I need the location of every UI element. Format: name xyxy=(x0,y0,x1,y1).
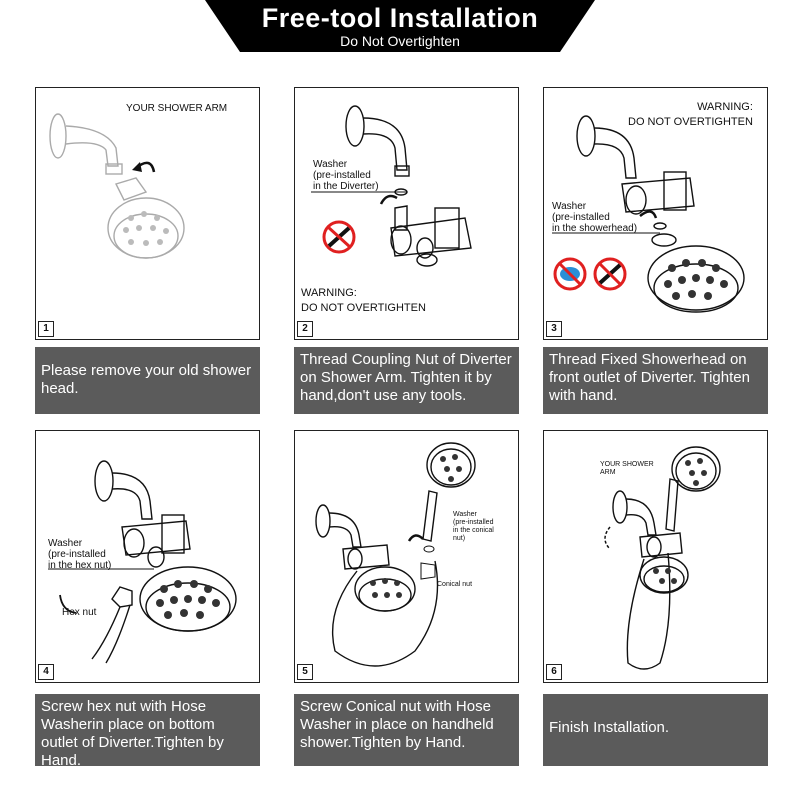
rotate-arrow-icon xyxy=(379,194,398,205)
step-5-illustration xyxy=(315,442,476,667)
no-tape-icon xyxy=(553,257,587,291)
rotate-arrow-icon xyxy=(639,210,658,219)
step-6-caption: Finish Installation. xyxy=(543,694,768,766)
step-2-illustration xyxy=(311,105,472,267)
banner-subtitle: Do Not Overtighten xyxy=(340,33,460,49)
warning-label: WARNING:DO NOT OVERTIGHTEN xyxy=(301,287,426,314)
banner-title: Free-tool Installation xyxy=(261,3,539,33)
no-tools-icon xyxy=(322,220,356,254)
step-2-caption: Thread Coupling Nut of Diverter on Showe… xyxy=(294,347,519,414)
step-4-illustration xyxy=(48,460,237,664)
rotate-arrow-icon xyxy=(407,534,424,542)
step-number: 4 xyxy=(38,664,54,680)
warning-label: WARNING:DO NOT OVERTIGHTEN xyxy=(628,101,753,128)
step-1-caption: Please remove your old shower head. xyxy=(35,347,260,414)
step-3-illustration xyxy=(552,115,745,313)
step-number: 1 xyxy=(38,321,54,337)
step-1-panel: YOUR SHOWER ARM 1 xyxy=(35,87,260,340)
step-4-caption: Screw hex nut with Hose Washerin place o… xyxy=(35,694,260,769)
arrow-icon xyxy=(59,594,77,614)
hex-nut-label: Hex nut xyxy=(62,607,97,618)
step-3-panel: WARNING:DO NOT OVERTIGHTEN Washer(pre-in… xyxy=(543,87,768,340)
step-6-illustration xyxy=(604,446,721,670)
step-number: 2 xyxy=(297,321,313,337)
step-number: 3 xyxy=(546,321,562,337)
step-5-caption: Screw Conical nut with Hose Washer in pl… xyxy=(294,694,519,766)
step-1-illustration xyxy=(49,113,185,259)
step-number: 5 xyxy=(297,664,313,680)
arm-label: YOUR SHOWER ARM xyxy=(126,103,228,114)
step-3-caption: Thread Fixed Showerhead on front outlet … xyxy=(543,347,768,414)
conical-nut-label: Conical nut xyxy=(437,581,473,588)
title-banner: Free-tool Installation Do Not Overtighte… xyxy=(0,0,800,60)
no-tools-icon xyxy=(593,257,627,291)
step-number: 6 xyxy=(546,664,562,680)
banner-shape xyxy=(205,0,595,52)
rotate-arrow-icon xyxy=(604,526,611,550)
